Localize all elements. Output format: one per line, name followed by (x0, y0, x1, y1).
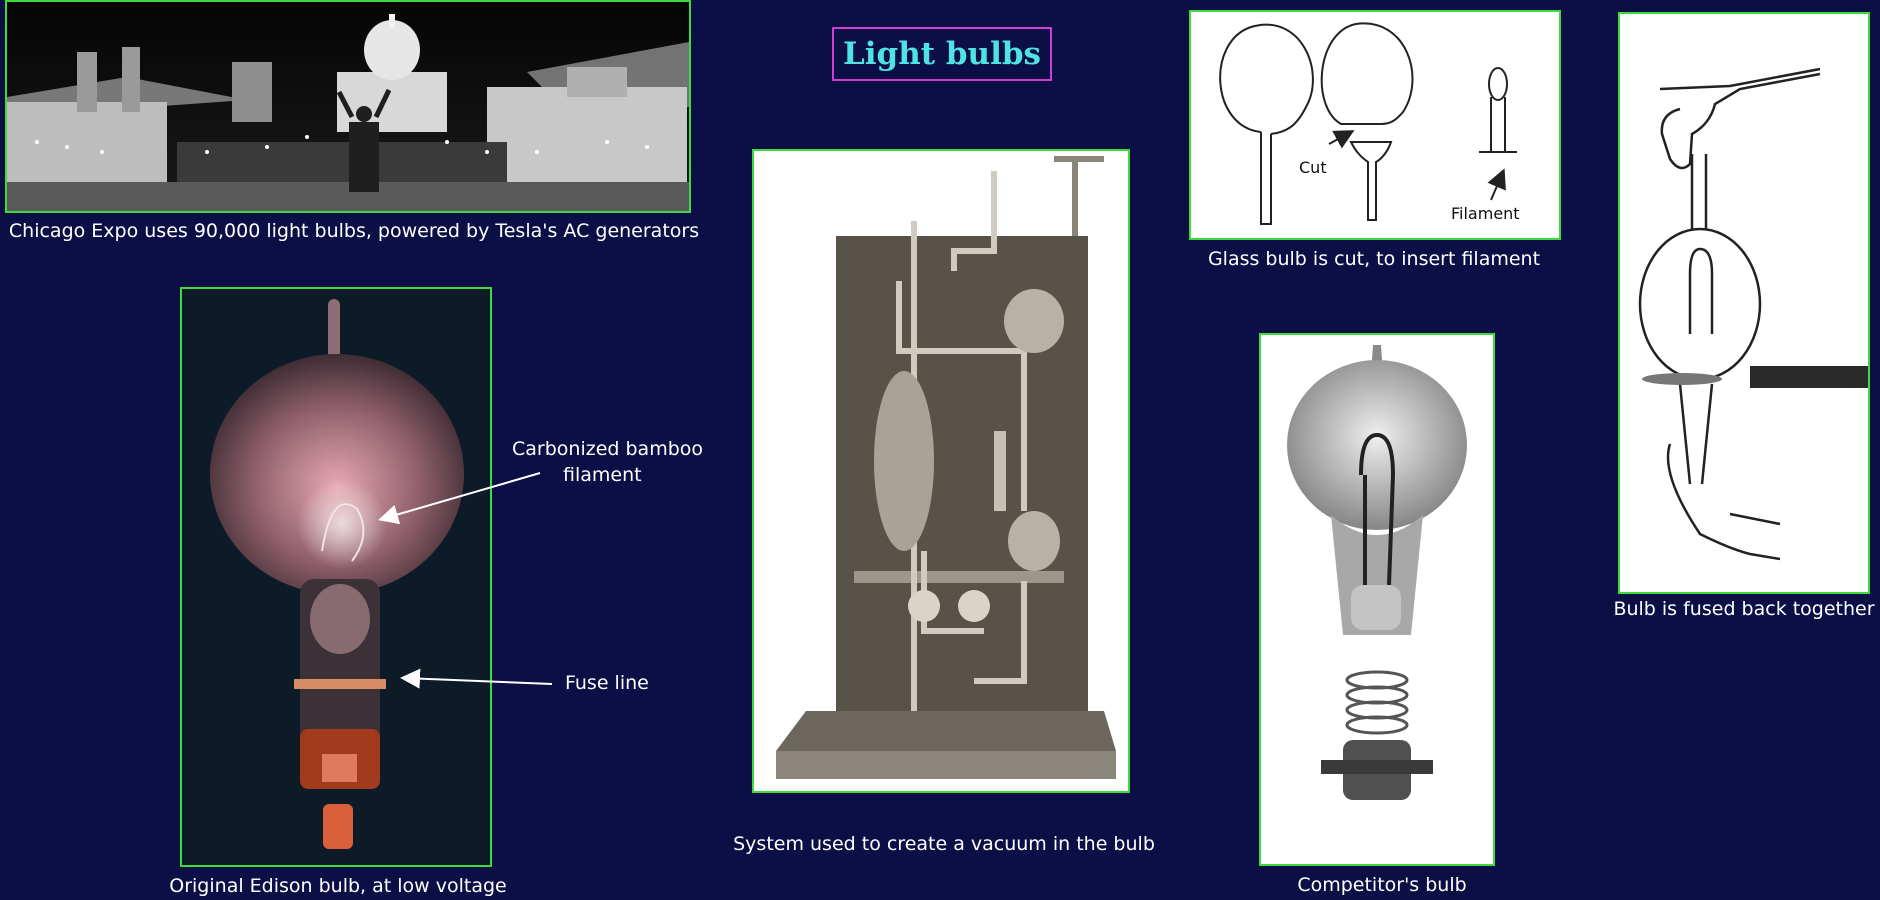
vacuum-system-caption: System used to create a vacuum in the bu… (733, 833, 1155, 855)
bulb-fusing-drawing (1620, 14, 1868, 592)
edison-bulb-photo (180, 287, 492, 867)
competitor-bulb-illustration (1259, 333, 1495, 866)
competitor-bulb-drawing (1261, 335, 1493, 864)
edison-arrows (378, 472, 553, 689)
filament-label-line1: Carbonized bamboo (512, 438, 704, 460)
filament-label: Filament (1451, 204, 1520, 223)
glass-bulb-cut-diagram: Cut Filament (1189, 10, 1561, 240)
slide-title-box: Light bulbs (832, 27, 1052, 81)
bulb-fused-caption: Bulb is fused back together (1613, 598, 1875, 620)
chicago-expo-photo (5, 0, 691, 213)
competitor-bulb-caption: Competitor's bulb (1297, 874, 1467, 896)
bulb-fused-illustration (1618, 12, 1870, 594)
cut-label: Cut (1299, 158, 1327, 177)
fuse-line-label: Fuse line (565, 672, 649, 694)
fuse-line-arrow (400, 668, 553, 689)
chicago-expo-caption: Chicago Expo uses 90,000 light bulbs, po… (8, 220, 700, 242)
edison-bulb-illustration (182, 289, 490, 865)
glass-bulb-drawing (1191, 12, 1559, 238)
vacuum-apparatus (754, 151, 1128, 791)
filament-arrow (378, 472, 541, 525)
glass-bulb-cut-caption: Glass bulb is cut, to insert filament (1207, 248, 1541, 270)
filament-label-line2: filament (563, 464, 642, 486)
vacuum-system-illustration (752, 149, 1130, 793)
slide-title: Light bulbs (842, 36, 1042, 72)
edison-bulb-caption: Original Edison bulb, at low voltage (169, 875, 507, 897)
chicago-expo-illustration (7, 2, 689, 211)
